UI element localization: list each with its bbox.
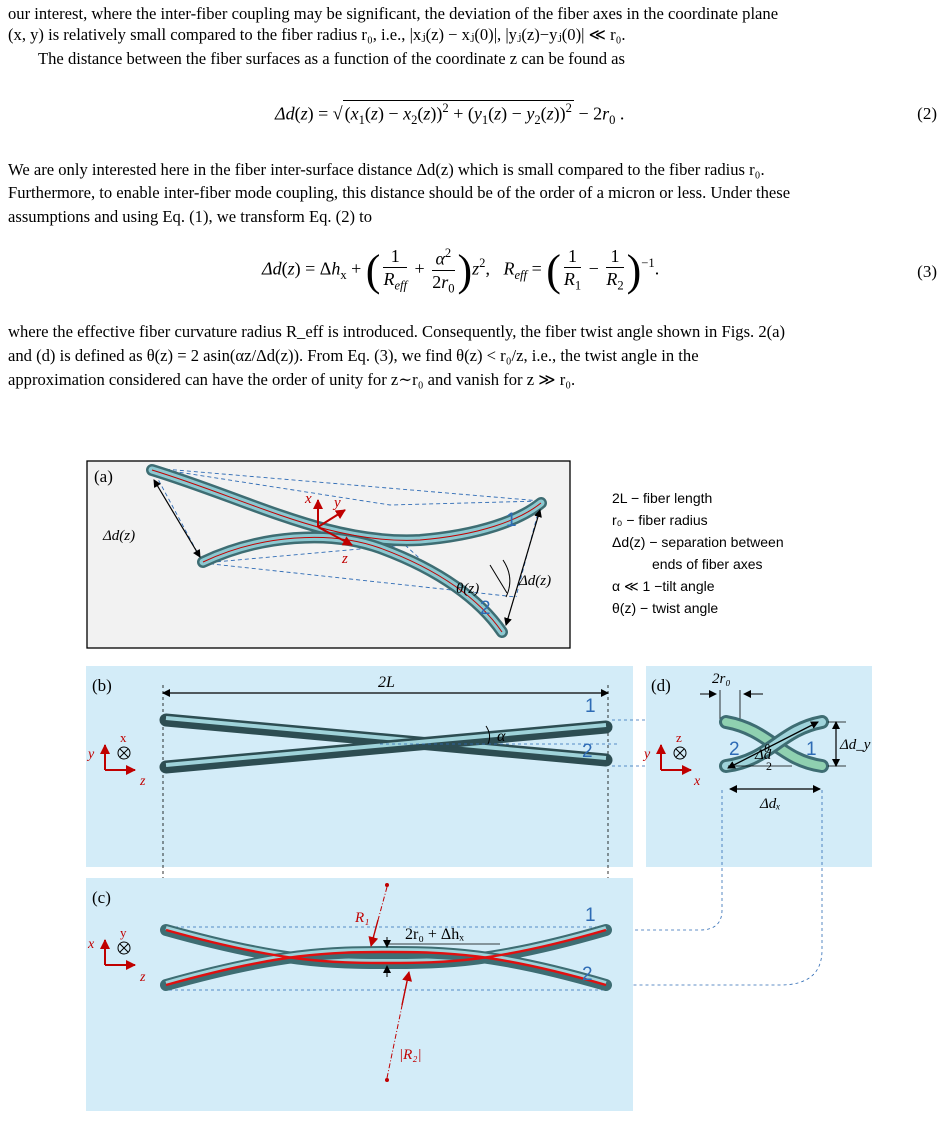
length-label: 2L: [378, 674, 395, 691]
fiber-2-label: 2: [582, 964, 593, 985]
delta-d-label: Δd(z): [102, 528, 135, 544]
alpha-label: α: [497, 728, 506, 745]
axis-label-z: z: [139, 970, 146, 985]
paragraph-line: where the effective fiber curvature radi…: [8, 322, 786, 341]
axis-label-y: y: [86, 747, 95, 762]
axis-label-z: z: [676, 730, 682, 745]
axis-label-z: z: [139, 774, 146, 789]
legend-item: r₀ − fiber radius: [612, 512, 708, 528]
panel-label: (c): [92, 888, 111, 907]
delta-d-label: Δd: [754, 747, 772, 763]
panel-label: (a): [94, 467, 113, 486]
panel-d: (d) 2r₀ Δd θ 2 2 1 Δd_y Δdₓ y x z: [612, 666, 872, 986]
article-text: our interest, where the inter-fiber coup…: [0, 0, 949, 460]
fiber-1-label: 1: [806, 739, 817, 760]
theta-label: θ(z): [456, 581, 479, 597]
paragraph-line: Furthermore, to enable inter-fiber mode …: [8, 183, 791, 202]
panel-b: (b) 2L α 1 2 y z x: [86, 666, 720, 1028]
r2-label: |R₂|: [399, 1047, 422, 1063]
equation-number: (3): [917, 262, 937, 281]
paragraph-line: approximation considered can have the or…: [8, 370, 576, 389]
legend-item: 2L − fiber length: [612, 490, 712, 506]
fiber-1-label: 1: [506, 510, 517, 531]
equation-number: (2): [917, 104, 937, 123]
fiber-2-label: 2: [729, 739, 740, 760]
equation-2: Δd(z) = √(x1(z) − x2(z))2 + (y1(z) − y2(…: [275, 100, 625, 127]
panel-label: (d): [651, 676, 671, 695]
legend-item: θ(z) − twist angle: [612, 600, 718, 616]
legend-item: Δd(z) − separation between: [612, 534, 784, 550]
axis-label-y: y: [332, 495, 341, 511]
paragraph-line: The distance between the fiber surfaces …: [38, 49, 625, 68]
legend-item: α ≪ 1 −tilt angle: [612, 578, 715, 594]
legend: 2L − fiber length r₀ − fiber radius Δd(z…: [612, 490, 784, 616]
fiber-1-label: 1: [585, 905, 596, 926]
two-r0-label: 2r₀: [712, 671, 731, 687]
panel-label: (b): [92, 676, 112, 695]
paragraph-line: (x, y) is relatively small compared to t…: [8, 25, 626, 44]
axis-label-z: z: [341, 551, 348, 567]
fiber-2-label: 2: [480, 598, 491, 619]
panel-a: (a) x y z Δd(z) Δd(z) θ(z) 1 2: [86, 460, 571, 649]
delta-d-label: Δd(z): [518, 573, 551, 589]
legend-item: ends of fiber axes: [652, 556, 763, 572]
axis-label-y: y: [120, 925, 127, 940]
paragraph-line: We are only interested here in the fiber…: [8, 160, 765, 179]
delta-dx-label: Δdₓ: [759, 796, 781, 812]
axis-label-x: x: [304, 491, 312, 507]
fiber-1-label: 1: [585, 696, 596, 717]
delta-dy-label: Δd_y: [839, 737, 871, 753]
r1-label: R₁: [354, 910, 369, 926]
paragraph-line: our interest, where the inter-fiber coup…: [8, 4, 779, 23]
fiber-2-label: 2: [582, 741, 593, 762]
axis-label-x: x: [87, 937, 95, 952]
axis-label-x: x: [693, 774, 701, 789]
half-label: 2: [766, 759, 772, 773]
paragraph-line: assumptions and using Eq. (1), we transf…: [8, 207, 373, 226]
theta-label: θ: [764, 741, 770, 755]
gap-label: 2r₀ + Δhₓ: [405, 926, 464, 943]
axis-label-y: y: [642, 747, 651, 762]
axis-label-x: x: [120, 730, 127, 745]
paragraph-line: and (d) is defined as θ(z) = 2 asin(αz/Δ…: [8, 346, 699, 365]
panel-c: (c) R₁ |R₂| 2r₀ + Δhₓ 1 2 x z y: [86, 878, 633, 1111]
